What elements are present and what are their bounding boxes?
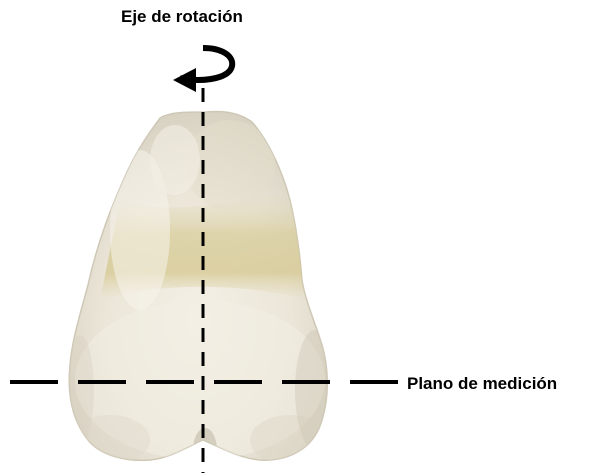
tooth-image <box>66 111 335 472</box>
rotation-arrow-icon <box>173 48 232 92</box>
measurement-plane-label: Plano de medición <box>407 374 557 394</box>
rotation-axis-label: Eje de rotación <box>121 7 243 27</box>
